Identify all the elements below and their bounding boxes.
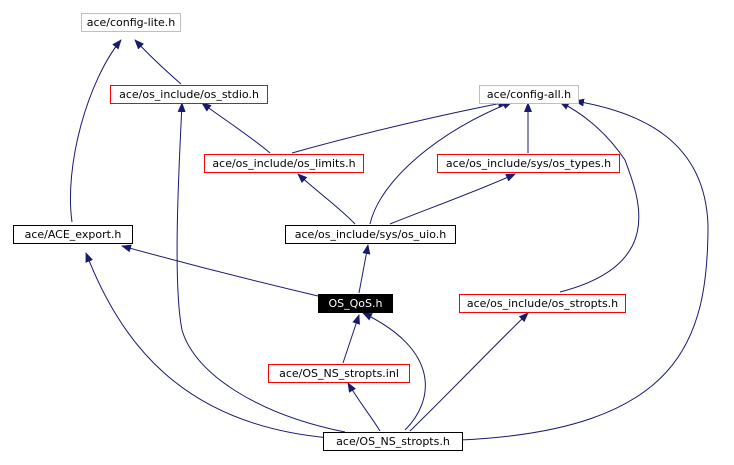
edge-os-qos-to-os-uio — [358, 244, 371, 294]
edge-os-ns-stropts-h-to-os-stropts — [409, 312, 529, 432]
edge-os-ns-stropts-inl-to-os-qos — [342, 314, 360, 364]
node-os-uio[interactable]: ace/os_include/sys/os_uio.h — [285, 225, 456, 244]
edge-os-ns-stropts-h-to-os-ns-stropts-inl — [347, 382, 381, 432]
edge-os-uio-to-os-limits — [297, 173, 356, 225]
edge-os-uio-to-os-types — [389, 173, 516, 225]
node-config-lite[interactable]: ace/config-lite.h — [81, 13, 181, 32]
edge-os-ns-stropts-h-to-os-stdio — [176, 102, 346, 433]
node-os-ns-stropts-h[interactable]: ace/OS_NS_stropts.h — [323, 432, 463, 451]
node-config-all[interactable]: ace/config-all.h — [479, 85, 579, 104]
edge-os-stropts-to-config-all — [559, 101, 640, 293]
edge-os-ns-stropts-h-to-config-all — [459, 98, 709, 441]
node-os-qos-current: OS_QoS.h — [318, 294, 393, 313]
edge-os-qos-to-ace-export — [121, 244, 319, 297]
node-os-stropts[interactable]: ace/os_include/os_stropts.h — [459, 294, 626, 313]
edge-os-ns-stropts-h-to-os-qos — [362, 312, 426, 431]
node-ace-export[interactable]: ace/ACE_export.h — [13, 225, 133, 244]
node-os-stdio[interactable]: ace/os_include/os_stdio.h — [110, 85, 268, 104]
node-os-ns-stropts-inl[interactable]: ace/OS_NS_stropts.inl — [268, 364, 410, 383]
node-os-limits[interactable]: ace/os_include/os_limits.h — [204, 154, 364, 173]
edge-os-limits-to-config-all — [291, 99, 508, 154]
edge-os-ns-stropts-h-to-ace-export — [85, 252, 331, 439]
edge-ace-export-to-config-lite — [69, 39, 122, 223]
edge-os-uio-to-config-all — [369, 101, 513, 225]
edge-os-stdio-to-config-lite — [134, 39, 182, 85]
edge-os-limits-to-os-stdio — [201, 102, 271, 154]
node-os-types[interactable]: ace/os_include/sys/os_types.h — [437, 154, 620, 173]
